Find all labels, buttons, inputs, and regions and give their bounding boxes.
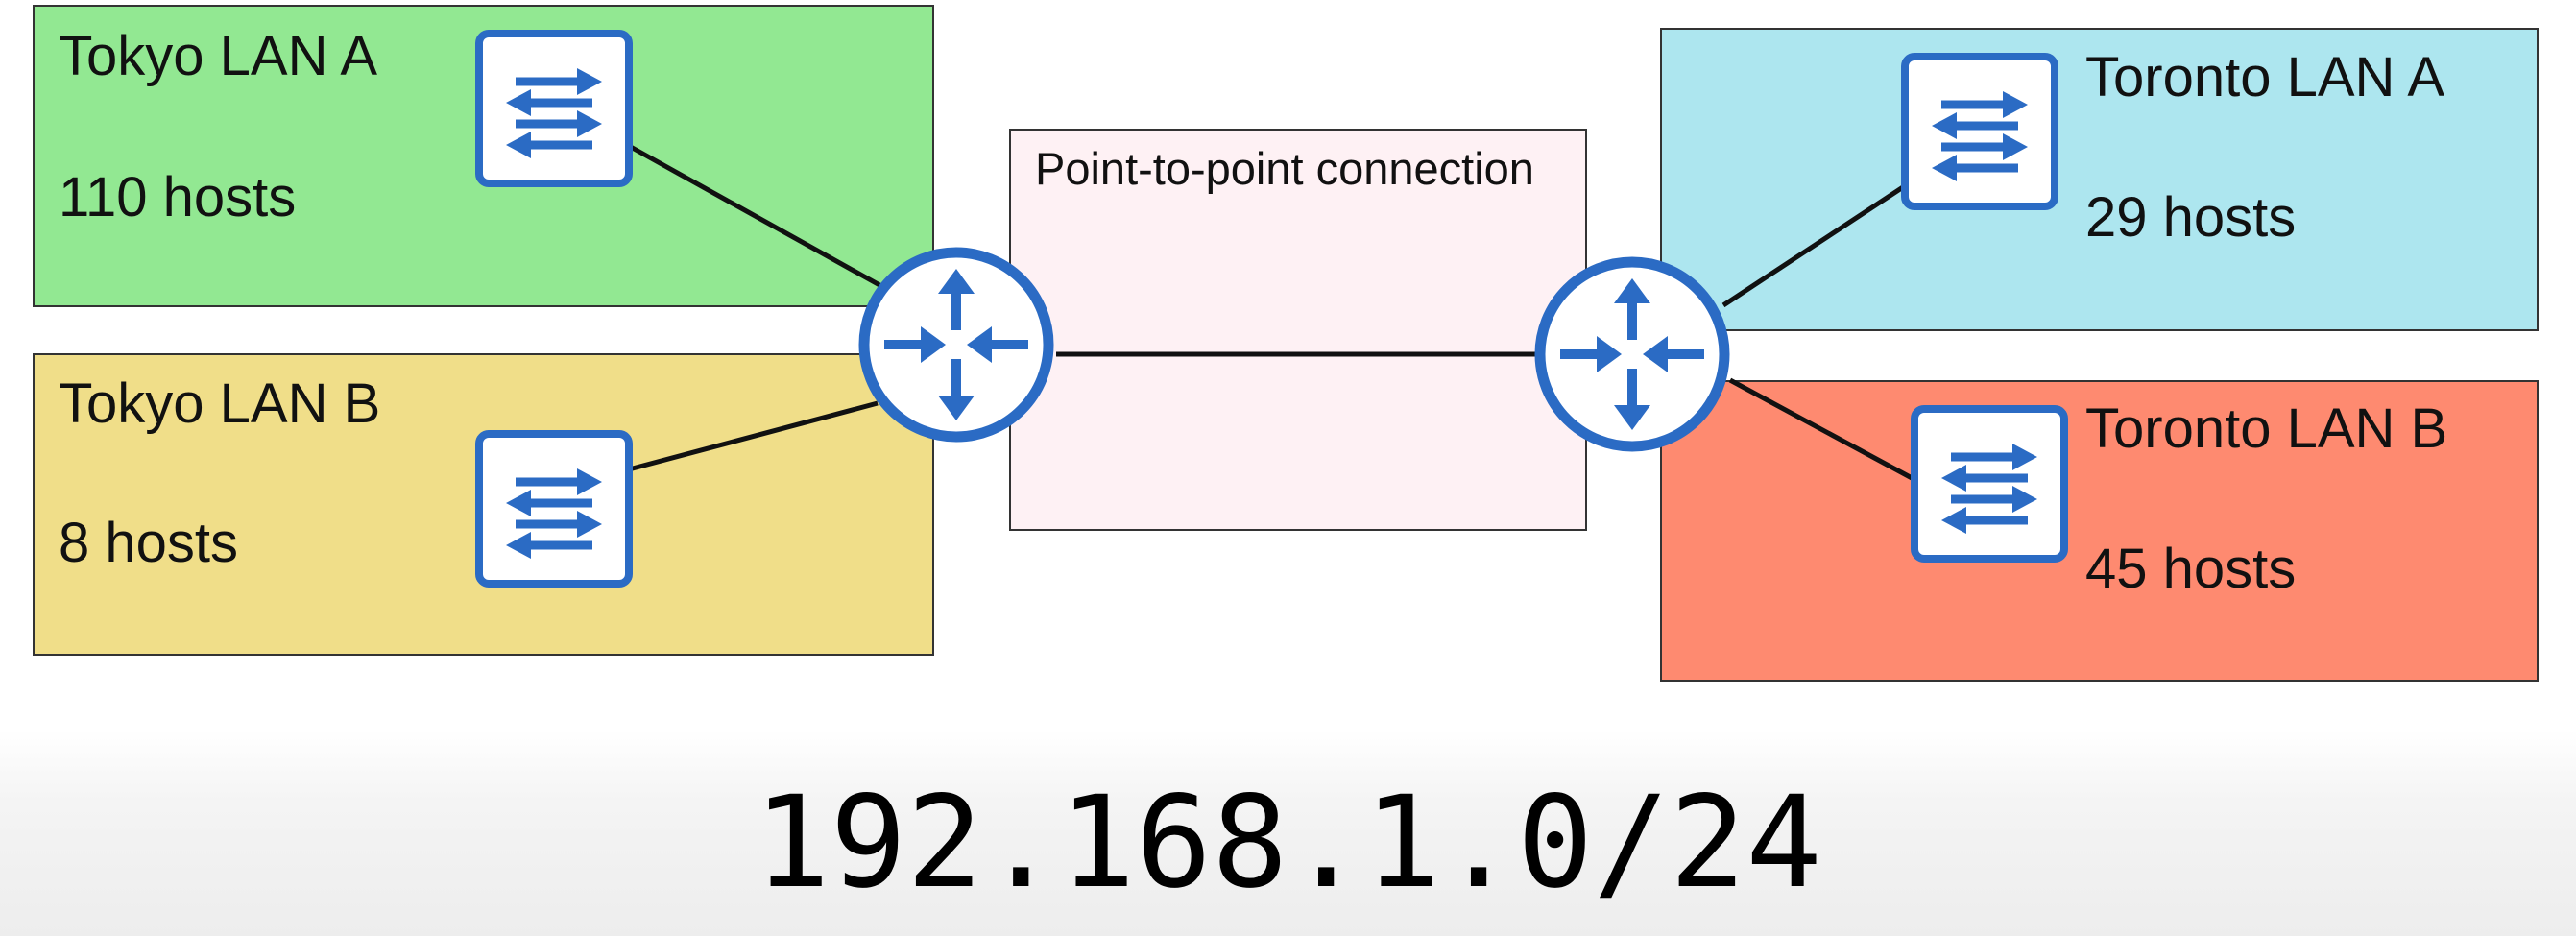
point-to-point-label: Point-to-point connection [1035, 143, 1534, 194]
link-switch-tokyo-a-to-router [627, 143, 883, 289]
switch-icon [1901, 53, 2058, 210]
switch-icon [475, 30, 633, 187]
router-icon [858, 247, 1054, 443]
subnet-address: 192.168.1.0/24 [754, 769, 1822, 917]
switch-icon [1911, 405, 2068, 563]
lan-box-toronto-b: Toronto LAN B 45 hosts [1660, 380, 2539, 682]
lan-title: Tokyo LAN A [59, 25, 378, 87]
lan-hosts-count: 110 hosts [59, 166, 297, 228]
lan-hosts-count: 8 hosts [59, 512, 238, 574]
lan-title: Toronto LAN A [2085, 46, 2444, 108]
lan-hosts-count: 29 hosts [2085, 186, 2297, 249]
lan-title: Tokyo LAN B [59, 372, 381, 435]
lan-hosts-count: 45 hosts [2085, 538, 2297, 600]
lan-title: Toronto LAN B [2085, 397, 2448, 460]
lan-box-toronto-a: Toronto LAN A 29 hosts [1660, 28, 2539, 331]
link-switch-tokyo-b-to-router [628, 400, 879, 472]
bottom-band [0, 730, 2576, 936]
switch-icon [475, 430, 633, 588]
router-icon [1534, 256, 1730, 452]
link-router-to-switch-toronto-b [1728, 377, 1917, 483]
point-to-point-box: Point-to-point connection [1009, 129, 1587, 531]
link-router-to-switch-toronto-a [1721, 182, 1908, 308]
